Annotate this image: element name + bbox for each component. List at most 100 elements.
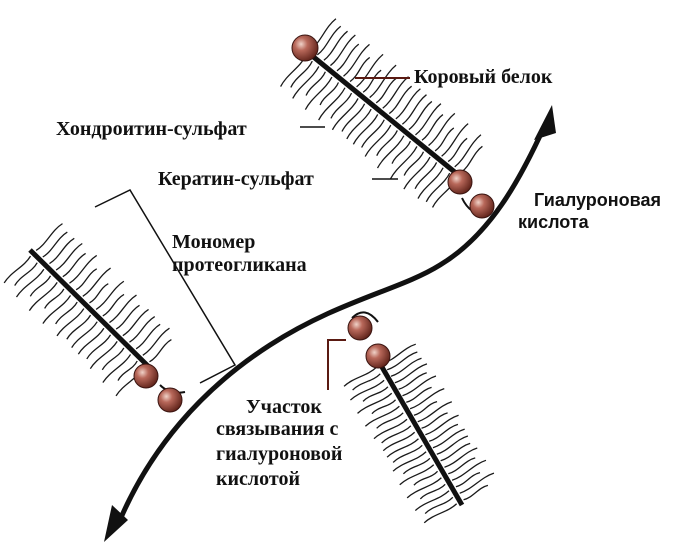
arrowhead-bottom-icon bbox=[104, 505, 128, 542]
gag-chain-top bbox=[318, 87, 346, 121]
gag-chain-bottom bbox=[423, 503, 458, 524]
gag-chain-left bbox=[135, 323, 161, 350]
hyaluronic-acid-backbone bbox=[117, 122, 548, 523]
gag-chain-top bbox=[401, 94, 427, 125]
monomer-bracket bbox=[94, 189, 237, 384]
gag-chain-left bbox=[102, 293, 125, 317]
gag-chain-top bbox=[395, 88, 421, 120]
gag-chain-top bbox=[319, 82, 340, 106]
gag-chain-left bbox=[56, 308, 85, 337]
gag-chain-top bbox=[336, 43, 360, 72]
gag-chain-top bbox=[417, 167, 444, 199]
gag-chain-left bbox=[71, 321, 98, 348]
link-protein-arc-mid bbox=[351, 311, 379, 323]
gag-chain-top bbox=[447, 137, 468, 163]
gag-chain-top bbox=[403, 151, 425, 176]
gag-chain-top bbox=[441, 123, 469, 157]
core-protein-bottom bbox=[372, 353, 465, 507]
gag-chain-top bbox=[428, 112, 456, 147]
gag-chain-left bbox=[55, 242, 83, 271]
gag-chain-top bbox=[434, 127, 455, 152]
gag-chain-bottom bbox=[459, 472, 495, 494]
gag-chain-left bbox=[62, 252, 86, 278]
gag-chain-bottom bbox=[444, 447, 478, 468]
gag-chain-bottom bbox=[406, 477, 442, 499]
gag-chain-left bbox=[82, 267, 111, 297]
gag-chain-top bbox=[343, 43, 370, 77]
gag-chain-bottom bbox=[398, 372, 427, 390]
bead-bottom-lower bbox=[365, 343, 391, 369]
hyaluronic-acid-label-line1: Гиалуроновая bbox=[534, 190, 662, 210]
gag-chain-left bbox=[3, 255, 32, 284]
gag-chain-bottom bbox=[419, 483, 446, 500]
chondroitin-sulfate-label: Хондроитин-сульфат bbox=[56, 118, 247, 140]
arrowhead-top-icon bbox=[534, 105, 556, 140]
gag-chain-left bbox=[14, 262, 38, 286]
gag-chain-left bbox=[29, 275, 52, 297]
gag-chain-bottom bbox=[436, 435, 469, 455]
gag-chain-bottom bbox=[414, 490, 450, 512]
gag-chain-left bbox=[69, 254, 98, 284]
gag-chain-top bbox=[389, 146, 418, 180]
gag-chain-top bbox=[341, 103, 366, 132]
gag-chain-top bbox=[369, 64, 397, 99]
gag-chain-top bbox=[346, 108, 372, 140]
gag-chain-bottom bbox=[394, 363, 428, 384]
gag-chain-top bbox=[376, 135, 405, 169]
gag-chain-left bbox=[77, 327, 105, 355]
gag-chain-left bbox=[49, 237, 75, 265]
gag-chain-left bbox=[89, 341, 118, 370]
gag-chain-bottom bbox=[357, 392, 393, 414]
gag-chain-left bbox=[117, 360, 138, 381]
gag-chain-bottom bbox=[364, 405, 400, 427]
gag-chain-left bbox=[66, 314, 92, 340]
gag-chain-left bbox=[35, 223, 63, 251]
gag-chain-left bbox=[101, 347, 125, 371]
gag-chain-left bbox=[42, 231, 68, 258]
gag-chain-left bbox=[75, 268, 98, 291]
gag-chain-top bbox=[375, 77, 397, 104]
gag-chain-top bbox=[323, 30, 348, 61]
gag-chain-left bbox=[129, 315, 156, 343]
gag-chain-left bbox=[44, 288, 65, 309]
gag-chain-top bbox=[292, 66, 320, 99]
gag-chain-bottom bbox=[376, 412, 404, 429]
gag-chain-top bbox=[304, 76, 333, 110]
bead-top-link-lower bbox=[469, 193, 495, 219]
gag-chain-top bbox=[388, 85, 413, 115]
gag-chain-top bbox=[460, 145, 483, 173]
gag-chain-bottom bbox=[399, 464, 435, 486]
gag-chain-bottom bbox=[381, 425, 412, 444]
binding-site-leader bbox=[327, 339, 346, 390]
bead-left-upper bbox=[133, 363, 159, 389]
gag-chain-bottom bbox=[402, 375, 437, 397]
gag-chain-left bbox=[95, 280, 125, 310]
bead-top-terminal bbox=[291, 34, 319, 62]
gag-chain-bottom bbox=[352, 373, 381, 391]
hyaluronic-acid-label-line2: кислота bbox=[518, 212, 589, 232]
gag-chain-bottom bbox=[362, 386, 389, 402]
gag-chain-top bbox=[349, 56, 371, 83]
gag-chain-bottom bbox=[382, 431, 416, 452]
bead-top-link-upper bbox=[447, 169, 473, 195]
gag-chain-top bbox=[391, 140, 412, 164]
gag-chain-top bbox=[408, 100, 433, 131]
gag-chain-top bbox=[376, 130, 398, 156]
gag-chain-bottom bbox=[463, 484, 489, 501]
gag-chain-bottom bbox=[371, 399, 397, 415]
gag-chain-bottom bbox=[413, 470, 439, 486]
gag-chain-bottom bbox=[440, 442, 471, 462]
gag-chain-bottom bbox=[386, 438, 419, 458]
gag-chain-top bbox=[316, 25, 342, 56]
binding-site-label-line2: связывания с bbox=[216, 418, 339, 440]
gag-chain-top bbox=[290, 60, 313, 88]
gag-chain-top bbox=[454, 134, 482, 168]
keratan-sulfate-label: Кератин-сульфат bbox=[158, 168, 314, 190]
gag-chain-bottom bbox=[343, 366, 377, 387]
gag-chain-top bbox=[364, 124, 392, 157]
bead-bottom-upper bbox=[347, 315, 373, 341]
gag-chain-bottom bbox=[349, 379, 385, 401]
gag-chain-left bbox=[89, 283, 109, 304]
